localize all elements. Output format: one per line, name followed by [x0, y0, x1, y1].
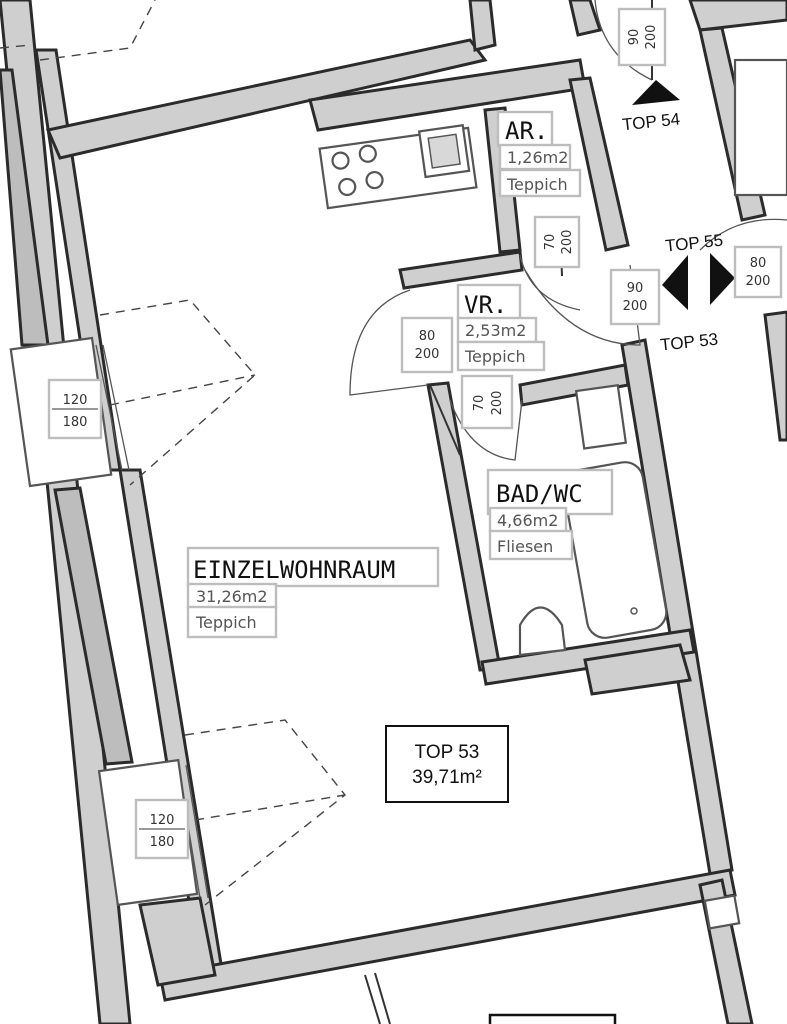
arrow-top55-icon: [710, 253, 735, 305]
door-dim-bath-width: 70: [472, 395, 487, 412]
room-label-bath: BAD/WC 4,66m2 Fliesen: [486, 468, 614, 561]
wall-top-right-corner: [568, 0, 602, 37]
door-swing-vr: [349, 289, 429, 396]
door-dim-entry-height: 200: [623, 299, 648, 314]
stove-icon: [331, 144, 384, 197]
door-dim-ar: 70 200: [533, 215, 581, 269]
door-dim-bath-height: 200: [490, 391, 505, 416]
window-arrow-upper-axis: [109, 374, 256, 406]
washbasin-icon: [574, 383, 628, 450]
wall-bath-bottom: [480, 628, 696, 686]
room-area-vr: 2,53m2: [465, 321, 526, 340]
door-dim-vr-width: 80: [419, 329, 436, 344]
room-floor-bath: Fliesen: [497, 537, 553, 556]
toilet-icon: [518, 606, 567, 657]
unit-summary-box: TOP 53 39,71m²: [385, 725, 509, 803]
room-name-bath: BAD/WC: [496, 480, 583, 508]
room-floor-vr: Teppich: [464, 347, 526, 366]
window-dim-upper: 120 180: [47, 378, 103, 440]
room-label-main: EINZELWOHNRAUM 31,26m2 Teppich: [186, 546, 440, 639]
window-dim-lower: 120 180: [134, 798, 190, 860]
wall-bottom-left-block: [138, 896, 217, 987]
door-dim-neighbor-right-height: 200: [746, 274, 771, 289]
room-area-ar: 1,26m2: [507, 148, 568, 167]
neighbor-window-right: [733, 58, 787, 197]
room-name-ar: AR.: [505, 117, 548, 145]
arrow-top53-icon: [662, 255, 688, 310]
window-dim-lower-width: 120: [150, 813, 175, 828]
room-area-bath: 4,66m2: [497, 511, 558, 530]
neighbor-tag-top53: TOP 53: [659, 330, 719, 355]
room-label-ar: AR. 1,26m2 Teppich: [496, 110, 582, 198]
neighbor-tag-top54: TOP 54: [621, 109, 681, 134]
room-name-vr: VR.: [464, 291, 507, 319]
window-arrow-upper: [99, 299, 256, 486]
wall-bottom-room: [158, 868, 737, 1002]
door-swing-top: [594, 0, 653, 81]
room-floor-main: Teppich: [195, 613, 257, 632]
sink-icon: [417, 124, 471, 179]
window-dim-upper-width: 120: [63, 393, 88, 408]
unit-summary-name: TOP 53: [415, 742, 480, 763]
room-label-vr: VR. 2,53m2 Teppich: [456, 283, 546, 372]
door-swing-bath: [449, 399, 523, 461]
unit-summary-area: 39,71m²: [412, 767, 482, 788]
door-dim-top-height: 200: [644, 25, 659, 50]
door-dim-entry: 90 200: [609, 268, 661, 326]
wall-facade-left-pier-lower: [53, 486, 134, 766]
arrow-top54-icon: [632, 80, 680, 105]
door-dim-bath: 70 200: [460, 374, 514, 430]
wall-bath-right: [620, 338, 734, 876]
window-arrow-lower-axis: [194, 794, 346, 821]
wall-bottom-lower-room-2: [374, 972, 391, 1024]
door-dim-vr-height: 200: [415, 347, 440, 362]
wall-top-room: [45, 38, 488, 160]
door-swing-entry: [524, 264, 641, 346]
room-floor-ar: Teppich: [506, 175, 568, 194]
door-dim-neighbor-right-width: 80: [750, 256, 767, 271]
wall-top-right: [468, 0, 497, 52]
window-dim-upper-height: 180: [63, 415, 88, 430]
door-dim-entry-width: 90: [627, 281, 644, 296]
door-dim-vr: 80 200: [400, 316, 454, 374]
door-leaf-bath: [429, 384, 461, 456]
neighbor-tag-top55: TOP 55: [664, 231, 724, 256]
wall-bath-niche: [583, 643, 692, 696]
door-dim-ar-height: 200: [560, 230, 575, 255]
door-dim-top: 90 200: [617, 7, 667, 67]
wall-neighbor-right-upper: [688, 0, 787, 32]
room-area-main: 31,26m2: [196, 587, 268, 606]
window-arrow-top-2: [0, 44, 31, 49]
door-dim-top-width: 90: [627, 29, 642, 46]
room-name-main: EINZELWOHNRAUM: [193, 556, 395, 584]
wall-ar-right: [568, 76, 630, 252]
window-glass-upper-1: [95, 344, 123, 471]
neighbor-box-bottom: [488, 1013, 617, 1024]
window-arrow-lower: [184, 719, 346, 906]
wall-bottom-lower-room: [364, 974, 381, 1024]
bathtub-drain-icon: [630, 607, 638, 615]
shaft-square: [703, 894, 741, 930]
window-glass-upper-2: [102, 344, 130, 471]
wall-bath-top: [518, 363, 630, 407]
door-dim-ar-width: 70: [543, 234, 558, 251]
wall-neighbor-right-lower: [763, 310, 787, 442]
door-dim-neighbor-right: 80 200: [733, 245, 783, 299]
window-glass-lower-2: [185, 764, 209, 899]
window-dim-lower-height: 180: [150, 835, 175, 850]
door-swing-neighbor: [699, 218, 787, 251]
wall-vr-top: [398, 250, 524, 290]
